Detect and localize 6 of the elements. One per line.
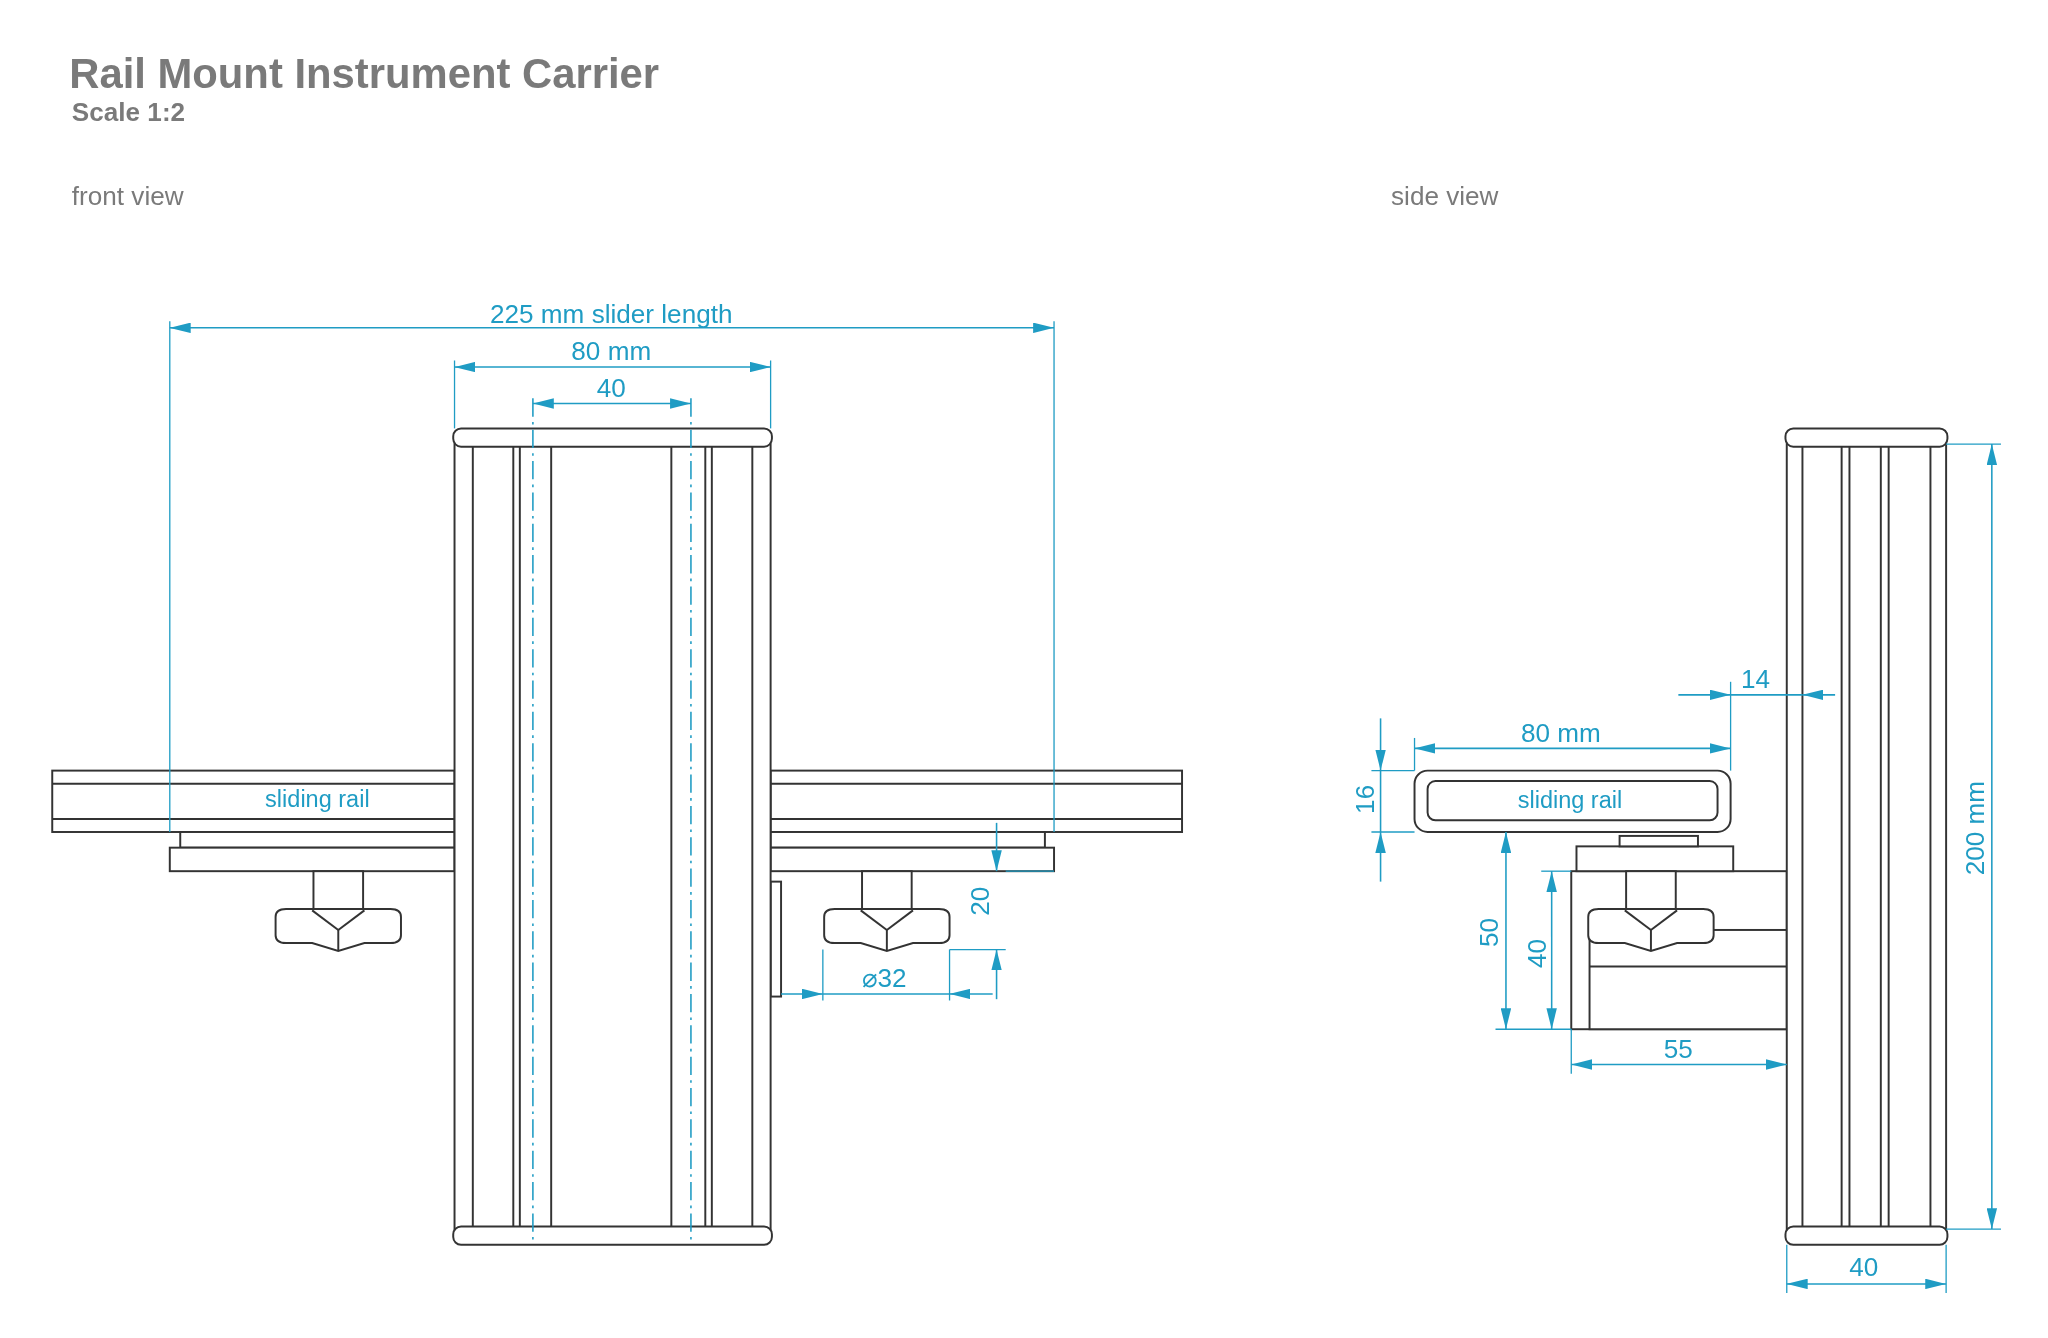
view-label: front view bbox=[70, 182, 185, 209]
scale-note: Scale 1:2 bbox=[70, 99, 187, 126]
title: Rail Mount Instrument Carrier bbox=[69, 52, 660, 95]
part-label: sliding rail bbox=[1516, 788, 1624, 813]
part-label: sliding rail bbox=[264, 787, 371, 812]
view-label: side view bbox=[1390, 182, 1500, 209]
